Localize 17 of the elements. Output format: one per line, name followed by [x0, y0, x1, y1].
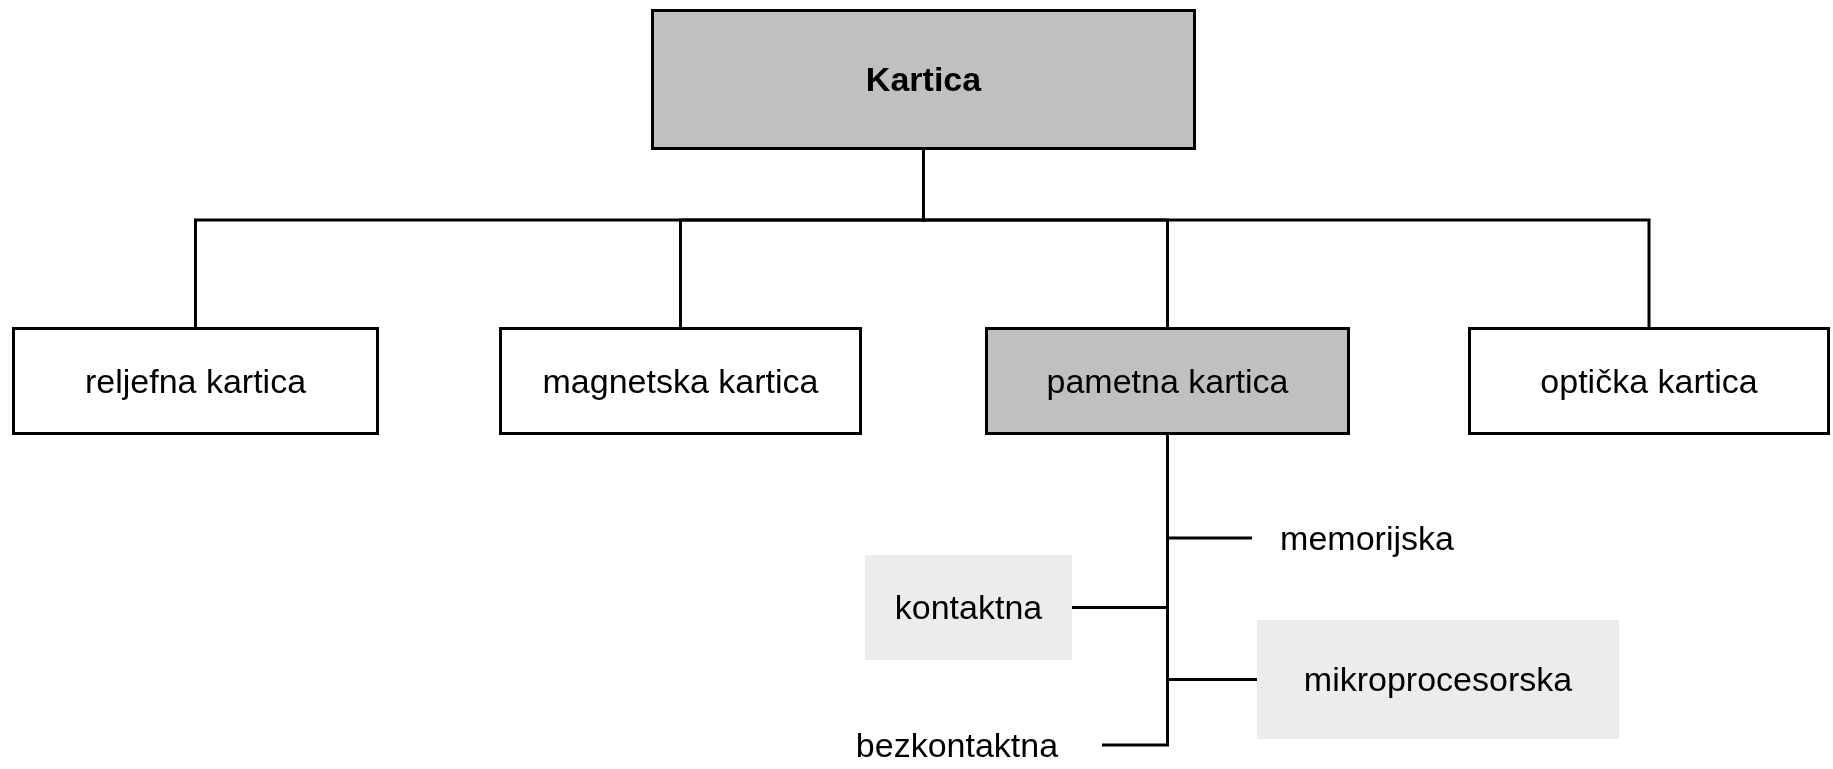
node-label: pametna kartica	[1046, 361, 1289, 401]
highlighted-label	[1257, 620, 1619, 739]
highlighted-label	[865, 555, 1072, 660]
connector-line	[1102, 435, 1169, 747]
node-label: bezkontaktna	[855, 725, 1059, 765]
node-label: mikroprocesorska	[1303, 660, 1573, 699]
category-box	[985, 327, 1350, 435]
category-box	[1468, 327, 1830, 435]
category-box	[499, 327, 862, 435]
node-label: memorijska	[1280, 518, 1454, 558]
category-box	[12, 327, 379, 435]
node-label: Kartica	[865, 60, 982, 99]
root-box	[651, 9, 1196, 150]
node-label: reljefna kartica	[84, 361, 307, 401]
node-label: optička kartica	[1540, 361, 1758, 401]
node-label: kontaktna	[894, 588, 1043, 627]
node-label: magnetska kartica	[542, 361, 819, 401]
